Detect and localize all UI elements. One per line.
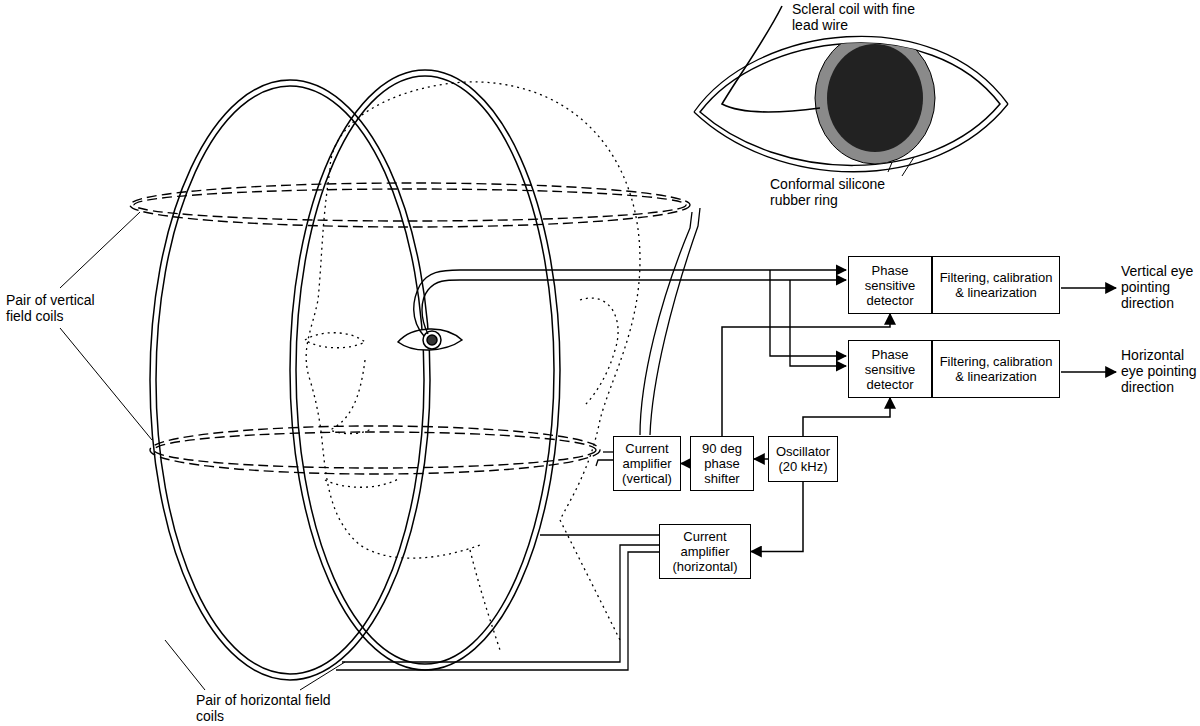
connector-line [681, 463, 690, 465]
label-text: Vertical eye pointing direction [1121, 263, 1193, 311]
filter-box: Filtering, calibration & linearization [932, 340, 1060, 398]
illustration-stroke [134, 189, 686, 221]
part-label: Pair of vertical field coils [6, 292, 106, 324]
box-text: Filtering, calibration & linearization [937, 354, 1055, 384]
amplifier-box: Current amplifier (vertical) [613, 436, 681, 491]
phase-detector-box: Phase sensitive detector [848, 256, 932, 314]
box-text: Phase sensitive detector [853, 347, 927, 392]
part-label: Pair of horizontal field coils [196, 692, 346, 724]
illustration-stroke [1061, 287, 1116, 289]
eye-with-coil [398, 329, 462, 350]
signal-connector [803, 398, 890, 436]
illustration-stroke [470, 550, 500, 650]
illustration-stroke [60, 212, 140, 288]
phase-shifter-box: 90 deg phase shifter [690, 436, 754, 491]
label-text: Pair of vertical field coils [6, 292, 95, 324]
illustration-stroke [596, 460, 613, 466]
illustration-stroke [603, 451, 613, 452]
phase-detector-box: Phase sensitive detector [848, 340, 932, 398]
connector-line [803, 398, 890, 436]
output-arrow [1061, 288, 1116, 372]
connector-line [751, 482, 803, 552]
part-label: Vertical eye pointing direction [1121, 263, 1197, 311]
illustration-stroke [290, 70, 560, 670]
illustration-stroke [640, 212, 692, 435]
connector-line [754, 458, 768, 460]
box-text: 90 deg phase shifter [695, 441, 749, 486]
coil-drive-wire [336, 208, 700, 670]
oscillator-box: Oscillator (20 kHz) [768, 436, 838, 482]
filter-box: Filtering, calibration & linearization [932, 256, 1060, 314]
illustration-stroke [414, 270, 846, 336]
box-text: Current amplifier (horizontal) [664, 529, 746, 574]
label-text: Horizontal eye pointing direction [1121, 347, 1197, 395]
head-outline [305, 82, 640, 650]
illustration-stroke [154, 432, 596, 468]
part-label: Conformal silicone rubber ring [770, 176, 910, 208]
amplifier-box: Current amplifier (horizontal) [659, 524, 751, 579]
illustration-stroke [827, 44, 923, 152]
illustration-stroke [60, 328, 152, 440]
signal-connector [754, 459, 768, 460]
box-text: Current amplifier (vertical) [618, 441, 676, 486]
illustration-stroke [560, 520, 620, 640]
illustration-stroke [342, 545, 659, 662]
illustration-stroke [815, 32, 935, 164]
illustration-stroke [650, 208, 700, 435]
box-text: Filtering, calibration & linearization [937, 270, 1055, 300]
illustration-stroke [770, 270, 846, 356]
signal-connector [751, 482, 803, 552]
signal-connector [681, 463, 690, 464]
leader-line [60, 140, 925, 690]
illustration-stroke [165, 640, 205, 690]
illustration-stroke [815, 32, 935, 164]
illustration-stroke [300, 662, 345, 690]
illustration-stroke [540, 534, 659, 535]
eye-inset [694, 6, 1008, 172]
illustration-stroke [330, 82, 640, 520]
illustration-stroke [330, 360, 372, 434]
illustration-stroke [423, 331, 441, 349]
illustration-stroke [325, 478, 400, 487]
illustration-stroke [1061, 371, 1116, 373]
illustration-stroke [150, 426, 600, 474]
vertical-field-coil [130, 183, 690, 474]
illustration-stroke [398, 329, 462, 350]
illustration-stroke [580, 298, 618, 405]
illustration-stroke [130, 183, 690, 227]
coil-signal-wire [414, 270, 846, 366]
box-text: Oscillator (20 kHz) [773, 444, 833, 474]
illustration-stroke [427, 335, 437, 345]
part-label: Scleral coil with fine lead wire [792, 1, 942, 33]
illustration-stroke [296, 76, 554, 664]
illustration-stroke [305, 333, 365, 348]
box-text: Phase sensitive detector [853, 263, 927, 308]
illustration-stroke [422, 280, 846, 334]
part-label: Horizontal eye pointing direction [1121, 347, 1197, 395]
label-text: Conformal silicone rubber ring [770, 176, 885, 208]
horizontal-field-coil [150, 70, 560, 680]
label-text: Pair of horizontal field coils [196, 692, 331, 724]
illustration-stroke [306, 170, 480, 558]
label-text: Scleral coil with fine lead wire [792, 1, 915, 33]
illustration-stroke [336, 552, 659, 670]
illustration-stroke [790, 280, 846, 366]
